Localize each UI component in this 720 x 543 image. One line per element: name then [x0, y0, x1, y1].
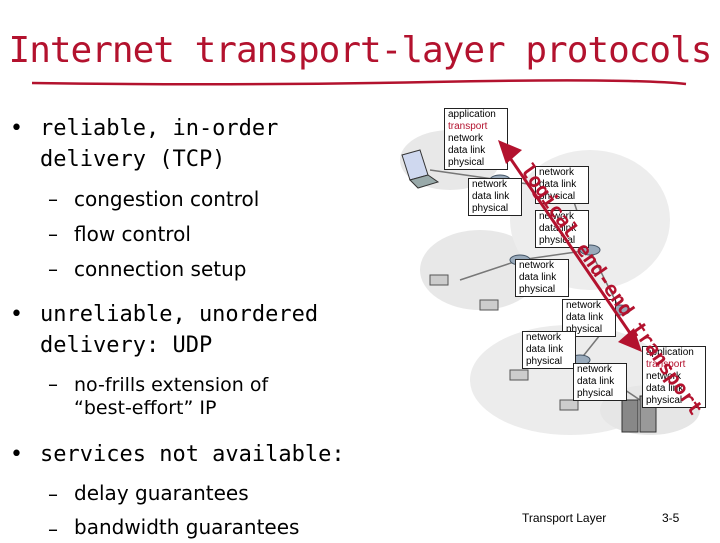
router-stack: network data link physical: [535, 210, 589, 248]
stack-layer: physical: [539, 191, 576, 202]
pc-icon: [479, 299, 499, 311]
router-stack: network data link physical: [562, 299, 616, 337]
isp-region: [420, 230, 540, 310]
stack-layer: physical: [577, 388, 614, 399]
sub-bullet: no-frills extension of: [74, 374, 269, 396]
router-stack: network data link physical: [535, 166, 589, 204]
stack-layer: data link: [526, 344, 564, 355]
router-stack: network data link physical: [522, 331, 576, 369]
sub-bullet: flow control: [74, 222, 191, 246]
stack-layer: transport: [448, 121, 488, 132]
bullet-dot: •: [10, 442, 23, 467]
stack-layer: physical: [519, 284, 556, 295]
stack-layer: physical: [646, 395, 683, 406]
source-host-stack: application transport network data link …: [444, 108, 508, 170]
sub-dash: –: [48, 257, 58, 281]
bullet-dot: •: [10, 116, 23, 141]
stack-layer: data link: [566, 312, 604, 323]
arrowhead-icon: [618, 328, 642, 352]
title-underline: [31, 79, 687, 86]
pc-icon: [559, 399, 579, 411]
sub-bullet: “best-effort” IP: [74, 397, 217, 419]
stack-layer: physical: [526, 356, 563, 367]
stack-layer: transport: [646, 359, 686, 370]
sub-bullet: delay guarantees: [74, 481, 249, 505]
stack-layer: physical: [566, 324, 603, 335]
pc-icon: [429, 274, 449, 286]
stack-layer: data link: [646, 383, 684, 394]
bullet-1-line2: delivery (TCP): [40, 147, 226, 172]
stack-layer: network: [472, 179, 508, 190]
arrowhead-icon: [498, 140, 522, 164]
router-stack: network data link physical: [468, 178, 522, 216]
sub-dash: –: [48, 187, 58, 211]
stack-layer: data link: [472, 191, 510, 202]
footer-course: Transport Layer: [522, 511, 607, 525]
laptop-icon: [401, 149, 440, 189]
router-stack: network data link physical: [573, 363, 627, 401]
slide-title: Internet transport-layer protocols: [8, 30, 713, 71]
stack-layer: network: [526, 332, 562, 343]
sub-dash: –: [48, 222, 58, 246]
destination-host-stack: application transport network data link …: [642, 346, 706, 408]
sub-bullet: bandwidth guarantees: [74, 515, 300, 539]
stack-layer: network: [646, 371, 682, 382]
stack-layer: application: [448, 109, 496, 120]
bullet-1-line1: reliable, in-order: [40, 116, 279, 141]
sub-dash: –: [48, 517, 58, 541]
stack-layer: data link: [448, 145, 486, 156]
sub-dash: –: [48, 482, 58, 506]
stack-layer: network: [539, 167, 575, 178]
bullet-2-line2: delivery: UDP: [40, 333, 213, 358]
slide-number: 3-5: [662, 511, 680, 525]
pc-icon: [509, 369, 529, 381]
stack-layer: physical: [472, 203, 509, 214]
sub-bullet: congestion control: [74, 187, 260, 211]
sub-dash: –: [48, 372, 58, 396]
stack-layer: data link: [577, 376, 615, 387]
bullet-dot: •: [10, 302, 23, 327]
bullet-3: services not available:: [40, 442, 345, 467]
stack-layer: application: [646, 347, 694, 358]
stack-layer: data link: [539, 179, 577, 190]
stack-layer: physical: [539, 235, 576, 246]
stack-layer: network: [519, 260, 555, 271]
bullet-2-line1: unreliable, unordered: [40, 302, 319, 327]
router-stack: network data link physical: [515, 259, 569, 297]
stack-layer: network: [577, 364, 613, 375]
arrow-label: logical end-end transport: [516, 159, 708, 419]
sub-bullet: connection setup: [74, 257, 247, 281]
stack-layer: network: [448, 133, 484, 144]
stack-layer: network: [566, 300, 602, 311]
stack-layer: data link: [519, 272, 557, 283]
stack-layer: network: [539, 211, 575, 222]
stack-layer: physical: [448, 157, 485, 168]
